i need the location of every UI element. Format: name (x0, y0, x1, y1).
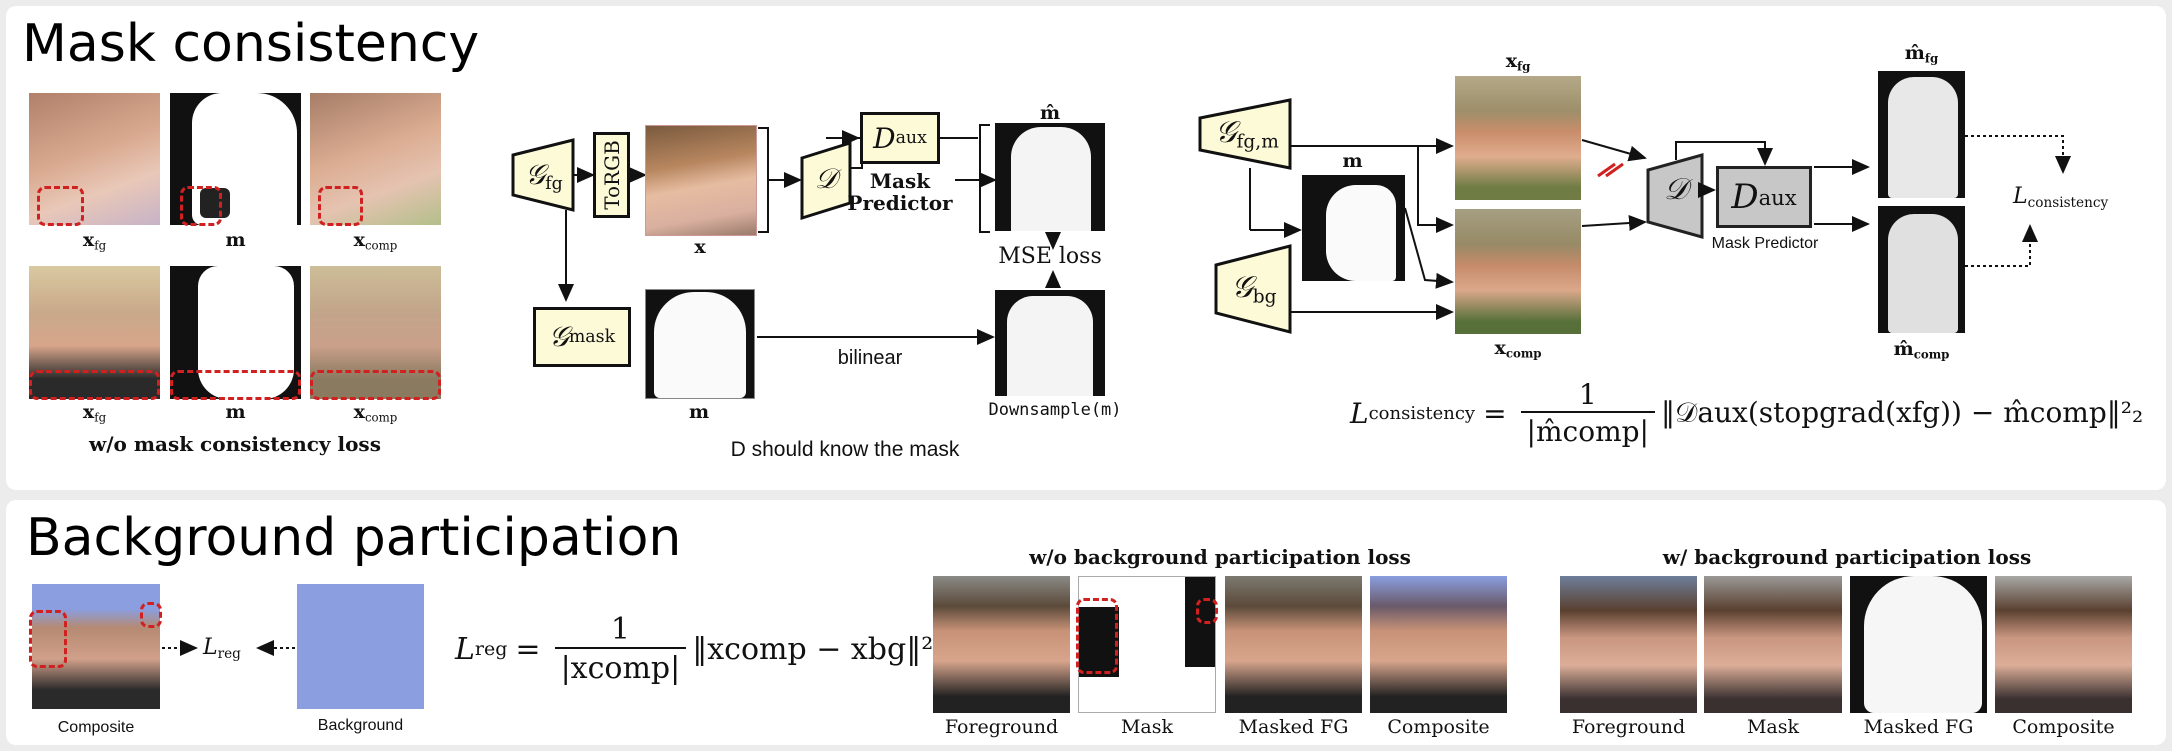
label-xfg: xx_fgfg (82, 229, 107, 253)
mse-loss-label: MSE loss (998, 244, 1102, 269)
face-image-x-comp (1455, 209, 1581, 334)
bg-section-title: Background participation (26, 508, 682, 568)
label-m-hat-fg: m̂fg (1904, 42, 1939, 66)
highlight-box (310, 370, 441, 400)
without-label-mask: Mask (1120, 716, 1174, 738)
without-composite-image (1370, 576, 1507, 713)
without-foreground-image (933, 576, 1070, 713)
face-image-xfg-man (29, 266, 160, 399)
without-masked-fg-image (1225, 576, 1362, 713)
with-composite-image (1995, 576, 2132, 713)
background-label: Background (317, 717, 404, 734)
background-image (297, 584, 424, 709)
l-consistency-label: Lconsistency (2013, 184, 2109, 212)
label-m: m (225, 401, 246, 423)
label-m: m (1342, 150, 1363, 172)
highlight-box (37, 186, 84, 226)
torgb-block: ToRGB (593, 132, 630, 218)
caption-with-bg-loss: w/ background participation loss (1662, 545, 2032, 569)
highlight-box (180, 186, 222, 226)
label-m: m (688, 401, 710, 423)
mask-predictor-label: Mask Predictor (847, 169, 953, 215)
with-label-mask: Mask (1746, 716, 1800, 738)
with-label-foreground: Foreground (1571, 716, 1686, 738)
highlight-box (1076, 598, 1118, 674)
caption-without-mask-loss: w/o mask consistency loss (89, 432, 381, 456)
label-x-comp: xcomp (1494, 337, 1542, 361)
with-label-composite: Composite (2012, 716, 2115, 738)
bilinear-label: bilinear (837, 347, 903, 369)
mask-consistency-panel (6, 6, 2166, 490)
without-mask-image (1078, 576, 1216, 713)
face-image-x-fg (1455, 76, 1581, 200)
without-label-masked-fg: Masked FG (1238, 716, 1349, 738)
highlight-box (29, 370, 160, 400)
with-foreground-image (1560, 576, 1697, 713)
g-fgm-label: 𝒢fg,m (1215, 115, 1279, 153)
mask-section-title: Mask consistency (22, 14, 480, 74)
downsample-label: Downsample(m) (988, 400, 1122, 420)
mask-predictor-label-right: Mask Predictor (1711, 235, 1819, 252)
label-m: m (225, 229, 246, 251)
generated-image-x (645, 125, 757, 236)
without-label-foreground: Foreground (944, 716, 1059, 738)
highlight-box (1196, 598, 1218, 624)
predicted-mask-comp (1878, 206, 1965, 333)
highlight-box (170, 370, 301, 400)
mask-image-girl (170, 93, 301, 225)
label-m-hat-comp: m̂comp (1893, 338, 1950, 362)
mask-image-m (645, 289, 755, 399)
m-hat-label: m̂ (1039, 102, 1061, 124)
face-image-xcomp-man (310, 266, 441, 399)
face-image-xcomp-girl (310, 93, 441, 225)
mask-image-right (1302, 175, 1405, 281)
caption-without-bg-loss: w/o background participation loss (1029, 545, 1411, 569)
downsampled-mask (995, 290, 1105, 396)
face-image-xfg-girl (29, 93, 160, 225)
composite-label: Composite (57, 719, 135, 736)
highlight-box (318, 186, 363, 226)
highlight-box (29, 610, 67, 668)
predicted-mask-fg (1878, 71, 1965, 198)
mask-image-man (170, 266, 301, 399)
g-bg-label: 𝒢bg (1231, 270, 1277, 308)
composite-image (32, 584, 160, 709)
note-d-should-know-mask: D should know the mask (730, 438, 960, 461)
d-label-right: 𝒟 (1664, 172, 1688, 207)
without-label-composite: Composite (1387, 716, 1490, 738)
with-mask-image (1704, 576, 1842, 713)
with-masked-fg-image (1850, 576, 1987, 713)
g-fg-label: 𝒢fg (525, 158, 563, 195)
with-label-masked-fg: Masked FG (1863, 716, 1974, 738)
highlight-box (140, 602, 162, 628)
label-x: x (694, 236, 706, 258)
l-reg-label: Lreg (203, 635, 241, 663)
predicted-mask-m-hat (995, 123, 1105, 231)
label-x-fg: xfg (1505, 50, 1531, 74)
d-label: 𝒟 (814, 162, 838, 195)
